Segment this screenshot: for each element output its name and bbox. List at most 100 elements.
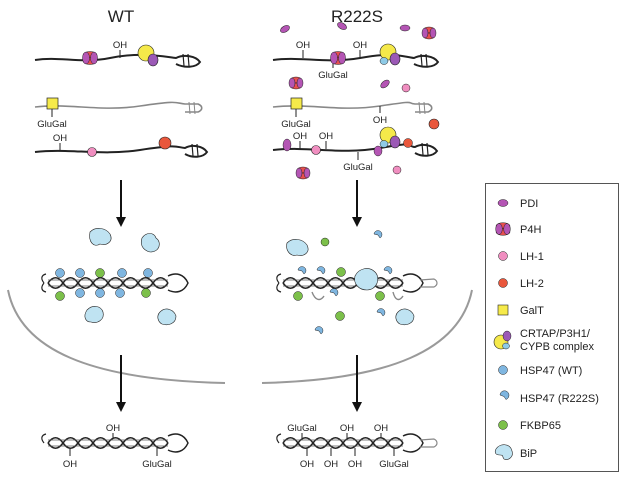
hsp47-wt-icon [95,288,105,298]
lh2-icon [498,278,508,288]
legend-label-fkbp65: FKBP65 [520,420,561,432]
fkbp65-icon [498,420,508,430]
wt-chain-1: OH [34,40,202,68]
legend-label-lh2: LH-2 [520,278,544,290]
galt-icon [497,304,509,316]
hsp47-r222s-icon [499,390,510,400]
p4h-icon [330,51,346,65]
p4h-icon [288,76,304,90]
glugal-label: GluGal [281,119,311,130]
oh-label: OH [374,423,388,434]
p4h-icon [82,51,98,65]
mutant-chain-2: GluGal OH [272,97,433,130]
lh1-icon [401,83,411,93]
fkbp65-icon [335,311,345,321]
crtap-complex-icon [379,43,401,66]
lh2-icon [158,136,172,150]
hsp47-wt-icon [75,268,85,278]
crtap-complex-icon [137,44,159,67]
lh1-icon [392,165,402,175]
hsp47-wt-icon [498,365,508,375]
bip-icon [89,228,112,246]
galt-icon [46,97,59,110]
mutant-chain-3: OH OH GluGal [272,126,439,173]
oh-label: OH [300,459,314,470]
lh1-icon [87,147,97,157]
legend-label-p4h: P4H [520,224,541,236]
hsp47-wt-icon [115,288,125,298]
wt-secreted-collagen: OH OH GluGal [41,423,189,470]
p4h-icon [295,166,311,180]
hsp47-r222s-icon [376,308,386,317]
mutant-secreted-collagen: GluGal OH OH OH OH OH GluGal [276,423,438,470]
oh-label: OH [340,423,354,434]
lh1-icon [311,145,321,155]
lh2-icon [403,138,413,148]
legend-label-bip: BiP [520,448,537,460]
wt-chain-2: GluGal [34,97,203,130]
crtap-complex-icon [493,330,512,350]
oh-label: OH [319,131,333,142]
er-membrane-right [261,289,473,384]
glugal-label: GluGal [287,423,317,434]
fkbp65-icon [141,288,151,298]
pdi-icon [337,22,347,30]
legend-label-lh1: LH-1 [520,251,544,263]
legend-label-galt: GalT [520,305,544,317]
hsp47-r222s-icon [314,326,324,335]
oh-label: OH [373,115,387,126]
fkbp65-icon [375,291,385,301]
pdi-icon [497,199,509,207]
legend: PDI P4H LH-1 LH-2 GalT CRTAP/P3H1/ CYPB … [485,183,619,472]
oh-label: OH [106,423,120,434]
hsp47-wt-icon [143,268,153,278]
fkbp65-icon [55,291,65,301]
pdi-icon [280,25,290,33]
oh-label: OH [63,459,77,470]
legend-label-crtap-line2: CYPB complex [520,341,594,353]
legend-label-pdi: PDI [520,198,538,210]
wt-folding-complex [41,228,189,326]
glugal-label: GluGal [318,70,348,81]
lh2-icon [428,118,440,130]
glugal-label: GluGal [343,162,373,173]
glugal-label: GluGal [37,119,67,130]
p4h-icon [495,222,511,236]
legend-label-hsp47-r222s: HSP47 (R222S) [520,393,599,405]
bip-icon [84,306,104,323]
oh-label: OH [113,40,127,51]
oh-label: OH [324,459,338,470]
pdi-icon [282,138,292,152]
hsp47-r222s-icon [316,266,326,275]
p4h-icon [421,26,437,40]
r222s-title: R222S [331,7,383,26]
hsp47-wt-icon [75,288,85,298]
crtap-complex-icon [379,126,401,149]
bip-icon [286,239,309,256]
oh-label: OH [53,133,67,144]
legend-label-crtap: CRTAP/P3H1/ [520,328,591,340]
galt-icon [290,97,303,110]
bip-icon [395,308,415,326]
bip-icon [354,268,379,291]
hsp47-r222s-icon [383,266,393,275]
mutant-folding-complex [276,230,438,335]
er-membrane-left [7,289,226,384]
hsp47-r222s-icon [297,266,307,275]
bip-icon [157,308,177,326]
legend-label-hsp47-wt: HSP47 (WT) [520,365,582,377]
fkbp65-icon [320,237,330,247]
oh-label: OH [348,459,362,470]
glugal-label: GluGal [142,459,172,470]
pdi-icon [399,24,411,32]
hsp47-wt-icon [55,268,65,278]
pdi-icon [373,145,383,157]
pdi-icon [380,79,390,89]
bip-icon [494,444,513,460]
wt-chain-3: OH [34,133,209,158]
hsp47-r222s-icon [373,230,383,239]
fkbp65-icon [293,291,303,301]
lh1-icon [498,251,508,261]
